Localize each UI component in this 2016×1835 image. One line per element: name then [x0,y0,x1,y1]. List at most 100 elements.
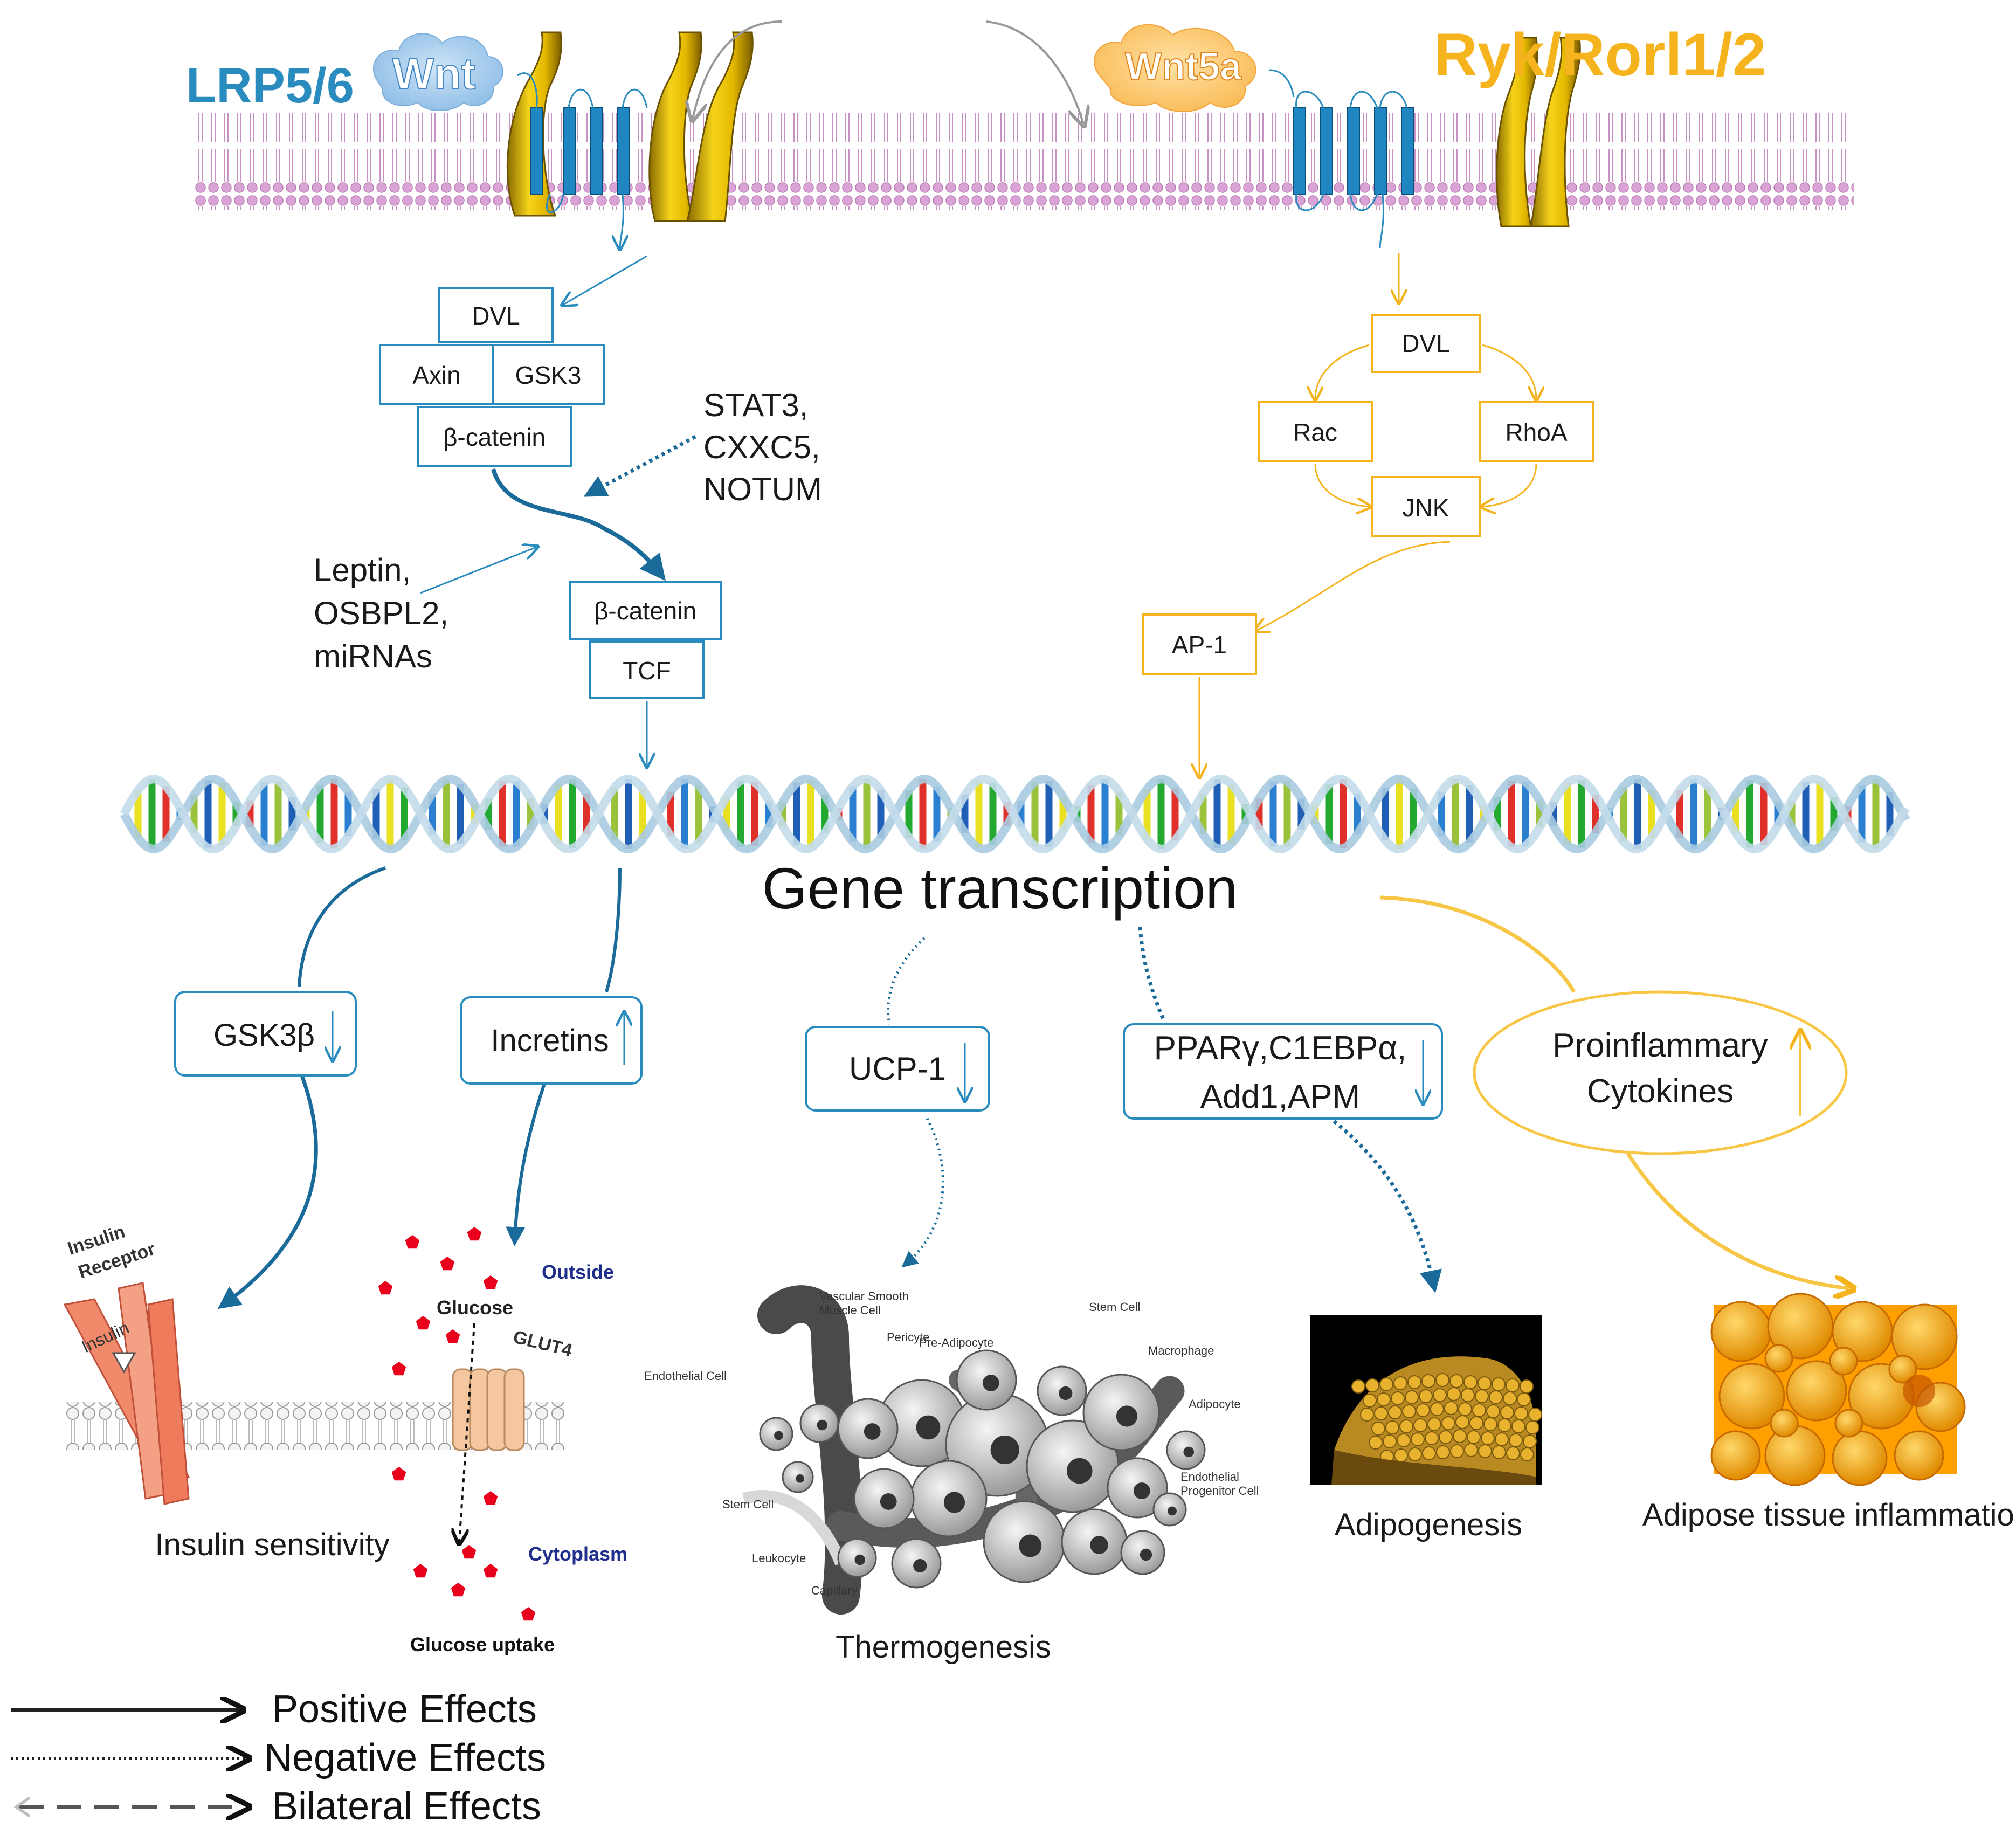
inflamed-fat-cell [1710,1430,1761,1481]
ligand-arrow-right [986,20,1083,124]
inflamed-fat-cell [1832,1430,1888,1486]
fat-globule [1511,1419,1525,1433]
ryk-receptor-complex [1293,37,1581,249]
adipogenesis-label: Adipogenesis [1335,1507,1522,1542]
adipogenesis-cells [1351,1373,1542,1464]
glucose-transport-arrow [459,1323,475,1542]
label-endothelial: Endothelial [1180,1470,1239,1484]
fat-globule [1441,1416,1455,1430]
cell-nucleus [1059,1386,1073,1401]
glucose-pentagon [451,1583,466,1597]
glucose-molecules [378,1227,536,1621]
cell-nucleus [1168,1506,1177,1516]
fat-globule [1421,1374,1435,1388]
cytokines-text-line1: Proinflammary [1552,1027,1768,1064]
fat-globule [1351,1379,1365,1394]
fat-globule [1371,1422,1385,1436]
glucose-pentagon [467,1227,482,1241]
tcf-text: TCF [623,657,671,685]
cell-nucleus [1019,1534,1042,1557]
jnk-box: JNK [1371,476,1481,537]
glucose-pentagon [445,1329,460,1343]
fat-globule [1444,1401,1458,1415]
cell-nucleus [864,1423,881,1440]
inflamed-fat-cell [1770,1409,1799,1438]
pos-regulator-mirnas: miRNAs [314,638,432,674]
glucose-pentagon [483,1491,498,1505]
bcatenin-complex-box: β-catenin [417,406,572,467]
glut4-transporter [452,1368,525,1451]
fat-globule [1405,1390,1419,1404]
glucose-uptake-label: Glucose uptake [410,1633,555,1655]
fat-globule [1469,1416,1483,1430]
legend-positive-text: Positive Effects [272,1688,537,1731]
fat-globule [1416,1403,1430,1417]
glucose-pentagon [413,1564,428,1578]
glucose-pentagon [416,1316,431,1330]
cell-nucleus [1183,1446,1195,1458]
inflamed-fat-cell [1894,1430,1944,1481]
fat-globule [1517,1392,1531,1406]
fat-globule [1463,1375,1478,1389]
label-capillary: Capillary [811,1584,858,1597]
fat-globule [1425,1431,1439,1445]
wnt-ligand: Wnt [372,33,503,111]
cell-nucleus [854,1554,866,1565]
cytoplasm-label: Cytoplasm [528,1543,627,1565]
fat-globule [1492,1377,1506,1391]
dna-to-ucp1-line [887,937,926,1025]
neg-regulator-stat3: STAT3, [703,387,808,423]
ucp1-to-thermo-arrow [901,1117,944,1268]
ucp1-box: UCP-1 [805,1026,990,1112]
fat-globule [1388,1405,1402,1419]
cell-nucleus [1090,1536,1108,1554]
label-progenitor-cell: Progenitor Cell [1180,1484,1259,1498]
fat-globule [1450,1444,1464,1458]
fat-globule [1435,1373,1449,1387]
dna-to-ppar-line [1138,927,1166,1023]
label-leukocyte: Leukocyte [752,1551,806,1565]
cell-nucleus [990,1435,1019,1465]
label-adipocyte: Adipocyte [1189,1397,1241,1411]
insulin-receptor-panel: Insulin Receptor Insulin [63,1222,566,1505]
fat-globule [1439,1430,1453,1444]
fat-globule [1427,1417,1441,1431]
inflamed-fat-cell [1786,1360,1847,1422]
fat-globule [1520,1447,1534,1461]
ppar-text-line2: Add1,APM [1200,1078,1360,1115]
wnt-label: Wnt [392,50,476,99]
fat-globule [1453,1429,1467,1443]
fat-globule [1419,1389,1433,1403]
glucose-pentagon [483,1564,498,1578]
nc-dvl-text: DVL [1401,329,1449,357]
cell-nucleus [916,1415,941,1440]
fat-globule [1509,1433,1523,1447]
incretins-box: Incretins [460,996,643,1085]
ligand-arrow-left [693,20,782,119]
ryk-label: Ryk/Rorl1/2 [1434,21,1766,88]
fat-globule [1407,1375,1421,1389]
neg-regulator-cxxc5: CXXC5, [703,429,820,465]
thermo-annotations: Vascular Smooth Muscle Cell Pericyte Pre… [644,1289,1259,1597]
fat-globule [1458,1402,1472,1416]
thermogenesis-tissue-illustration [742,1285,1206,1615]
fat-globule [1433,1388,1447,1402]
fat-globule [1497,1418,1511,1432]
fat-globule [1503,1391,1517,1405]
fat-globule [1464,1443,1478,1457]
glucose-pentagon [378,1281,393,1295]
incretins-text: Incretins [491,1023,609,1058]
neg-regulator-notum: NOTUM [703,471,822,507]
cytokines-ellipse: Proinflammary Cytokines [1473,990,1848,1155]
fat-globule [1467,1430,1481,1444]
label-muscle-cell: Muscle Cell [819,1303,881,1317]
legend: Positive Effects Negative Effects Bilate… [11,1688,546,1828]
dna-backbone-strand-2 [120,774,1910,854]
thermogenesis-label: Thermogenesis [836,1630,1051,1665]
fat-globule [1379,1377,1393,1391]
canonical-dvl-text: DVL [472,302,520,330]
label-stem-cell-left: Stem Cell [722,1498,774,1511]
bcatenin-translocation-arrow [491,468,666,581]
cell-nucleus [1116,1405,1138,1427]
